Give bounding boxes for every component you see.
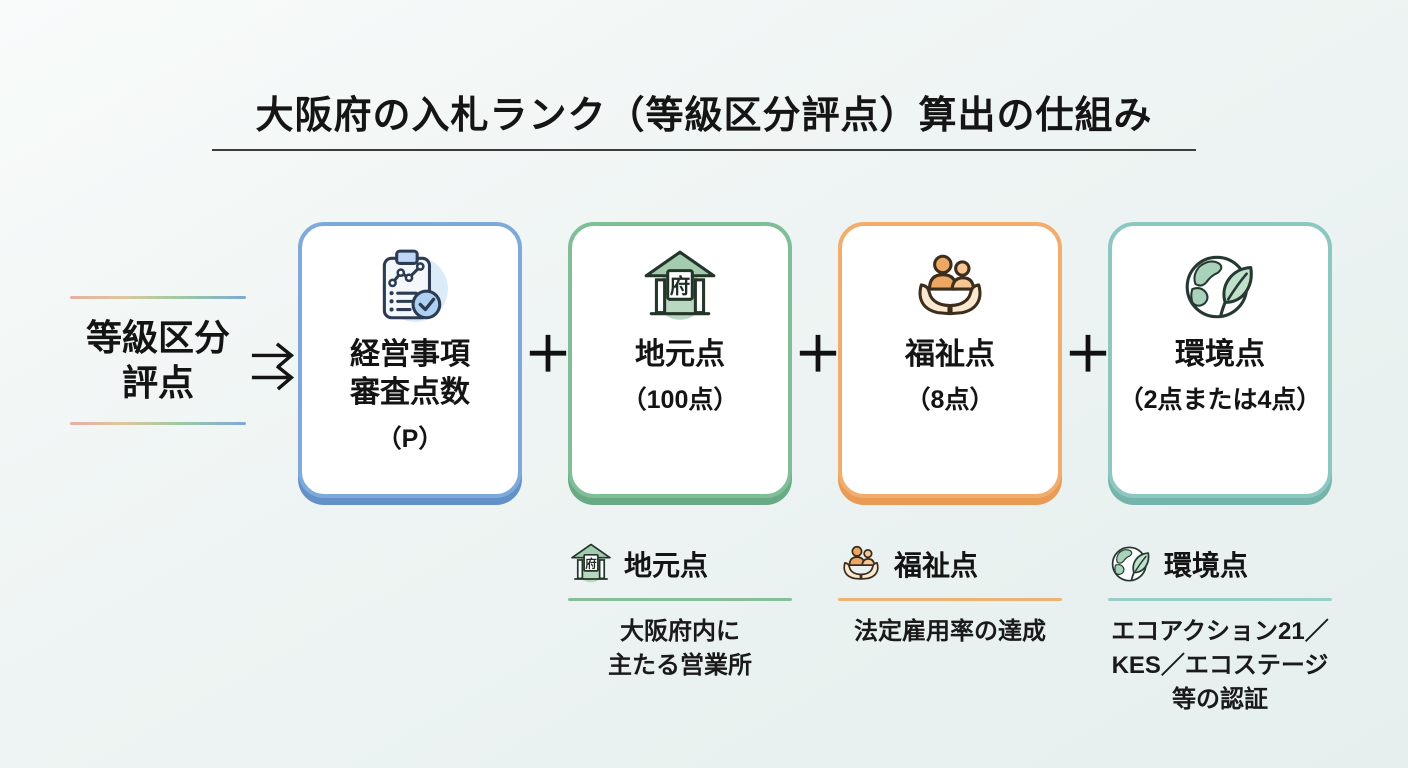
hands-holding-people-icon bbox=[909, 246, 991, 328]
card-management-score: 経営事項 審査点数 （P） bbox=[298, 222, 522, 498]
plus-operator: ＋ bbox=[524, 329, 573, 382]
legend-description: 大阪府内に 主たる営業所 bbox=[608, 618, 752, 680]
legend-description: エコアクション21／ KES／エコステージ 等の認証 bbox=[1111, 618, 1329, 714]
double-arrow-right-icon bbox=[250, 336, 300, 396]
card-sub: （2点または4点） bbox=[1118, 386, 1322, 415]
card-environment-points: 環境点 （2点または4点） bbox=[1108, 222, 1332, 498]
legend-label: 環境点 bbox=[1164, 550, 1249, 581]
card-title: 経営事項 審査点数 bbox=[350, 338, 470, 410]
page-title: 大阪府の入札ランク（等級区分評点）算出の仕組み bbox=[255, 95, 1153, 137]
legend-local-points: 地元点 大阪府内に 主たる営業所 bbox=[568, 540, 792, 683]
hands-holding-people-icon bbox=[838, 541, 884, 587]
gradient-line-top bbox=[70, 296, 246, 299]
legend-header: 地元点 bbox=[568, 540, 792, 588]
globe-leaf-icon bbox=[1179, 246, 1261, 328]
clipboard-chart-check-icon bbox=[369, 246, 451, 328]
globe-leaf-icon bbox=[1108, 541, 1154, 587]
legend-label: 地元点 bbox=[624, 550, 709, 581]
title-underline bbox=[212, 149, 1196, 151]
legend-description: 法定雇用率の達成 bbox=[854, 618, 1046, 645]
card-sub: （100点） bbox=[621, 386, 739, 415]
legend-header: 福祉点 bbox=[838, 540, 1062, 588]
prefecture-building-icon bbox=[568, 541, 614, 587]
result-label-block: 等級区分 評点 bbox=[70, 296, 246, 425]
card-title: 環境点 bbox=[1175, 338, 1265, 371]
plus-operator: ＋ bbox=[1064, 329, 1113, 382]
legend-underline bbox=[1108, 598, 1332, 601]
gradient-line-bottom bbox=[70, 421, 246, 425]
result-label: 等級区分 評点 bbox=[85, 317, 230, 404]
card-title: 地元点 bbox=[635, 338, 725, 371]
legend-underline bbox=[838, 598, 1062, 601]
card-sub: （8点） bbox=[905, 386, 995, 415]
legend-environment-points: 環境点 エコアクション21／ KES／エコステージ 等の認証 bbox=[1108, 540, 1332, 717]
card-title: 福祉点 bbox=[905, 338, 995, 371]
legend-header: 環境点 bbox=[1108, 540, 1332, 588]
legend-label: 福祉点 bbox=[894, 550, 979, 581]
legend-underline bbox=[568, 598, 792, 601]
card-welfare-points: 福祉点 （8点） bbox=[838, 222, 1062, 498]
card-sub: （P） bbox=[376, 424, 444, 453]
card-local-points: 地元点 （100点） bbox=[568, 222, 792, 498]
plus-operator: ＋ bbox=[794, 329, 843, 382]
prefecture-building-icon bbox=[639, 246, 721, 328]
legend-welfare-points: 福祉点 法定雇用率の達成 bbox=[838, 540, 1062, 649]
